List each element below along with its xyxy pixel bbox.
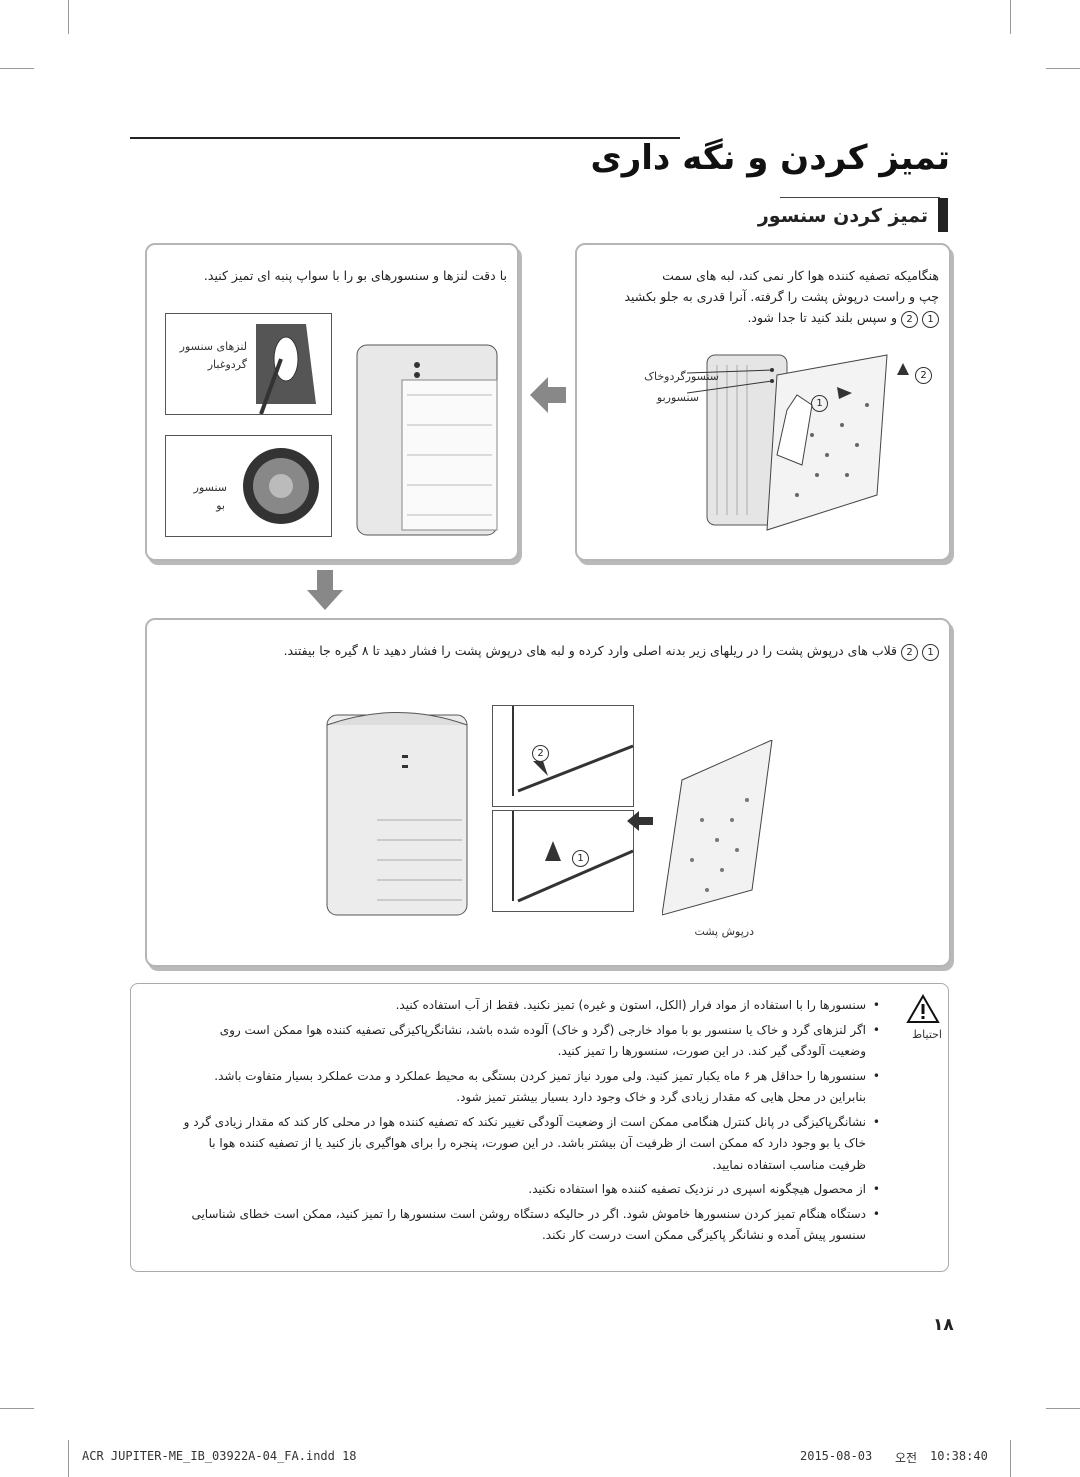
lens-label: لنزهای سنسور [179,340,247,353]
caution-list: سنسورها را با استفاده از مواد فرار (الکل… [180,995,880,1250]
crop-mark [0,68,34,69]
back-cover-removal-illustration [686,354,909,531]
arrow-left-icon [627,811,653,831]
footer-date: 2015-08-03 [800,1449,873,1463]
caution-item: سنسورها را با استفاده از مواد فرار (الکل… [180,995,880,1017]
odor-sensor-label: سنسوربو [656,391,699,404]
step3-panel: 1 2 قلاب های درپوش پشت را در ریلهای زیر … [145,618,951,967]
caution-item: سنسورها را حداقل هر ۶ ماه یکبار تمیز کنی… [180,1066,880,1109]
step1-line3: 1 2 و سپس بلند کنید تا جدا شود. [589,307,939,328]
caution-item: اگر لنزهای گرد و خاک یا سنسور بو با مواد… [180,1020,880,1063]
step2-text: با دقت لنزها و سنسورهای بو را با سواپ پن… [203,268,507,283]
step-number-1: 1 [922,311,939,328]
caution-box: احتیاط [130,983,949,1272]
step-number-2: 2 [901,311,919,328]
step3-text: 1 2 قلاب های درپوش پشت را در ریلهای زیر … [159,640,939,661]
sensor-mesh-icon [243,448,319,524]
section-subtitle: تمیز کردن سنسور [757,205,928,227]
subtitle-bar [938,198,948,232]
rail-hook-icon [512,811,634,903]
step1-panel: هنگامیکه تصفیه کننده هوا کار نمی کند، لب… [575,243,951,561]
odor-label-2: بو [216,499,225,512]
odor-sensor-closeup [165,435,332,537]
arrow-left-icon [530,377,566,413]
step1-line2: چپ و راست درپوش پشت را گرفته. آنرا قدری … [624,289,939,304]
crop-mark [0,1408,34,1409]
crop-mark [68,0,69,34]
back-cover-illustration [662,740,773,916]
page-title: تمیز کردن و نگه داری [590,138,950,178]
purifier-illustration [356,344,498,536]
cotton-swab-icon [256,324,316,415]
hook-closeup-2 [492,705,634,807]
footer-filename: ACR JUPITER-ME_IB_03922A-04_FA.indd 18 [82,1449,357,1463]
marker-2: 2 [532,745,549,762]
step3-text-body: قلاب های درپوش پشت را در ریلهای زیر بدنه… [283,643,898,658]
step1-line3-text: و سپس بلند کنید تا جدا شود. [747,310,898,325]
lens-closeup [165,313,332,415]
crop-mark [1010,1440,1011,1477]
subtitle-rule [780,197,940,198]
dust-sensor-label: سنسورگردوخاک [644,370,719,383]
caution-item: نشانگرپاکیزگی در پانل کنترل هنگامی ممکن … [180,1112,880,1177]
step2-panel: با دقت لنزها و سنسورهای بو را با سواپ پن… [145,243,519,561]
title-rule [130,137,680,139]
footer-ampm: 오전 [895,1451,918,1465]
crop-mark [1046,1408,1080,1409]
caution-label: احتیاط [911,1028,942,1041]
back-cover-label: درپوش پشت [694,925,754,938]
step3-number-1: 1 [922,644,939,661]
warning-triangle-icon [906,994,940,1023]
lens-label-2: گردوغبار [207,358,247,371]
marker-1: 1 [811,395,828,412]
rail-hook-icon [512,706,634,796]
caution-item: دستگاه هنگام تمیز کردن سنسورها خاموش شود… [180,1204,880,1247]
arrow-down-icon [307,570,343,610]
page-number: ۱۸ [933,1315,954,1335]
odor-label: سنسور [193,481,227,494]
crop-mark [1010,0,1011,34]
purifier-front-illustration [326,712,468,916]
step3-number-2: 2 [901,644,919,661]
marker-2: 2 [915,367,932,384]
crop-mark [1046,68,1080,69]
footer-time: 10:38:40 [930,1449,988,1463]
step1-line1: هنگامیکه تصفیه کننده هوا کار نمی کند، لب… [662,268,939,283]
crop-mark [68,1440,69,1477]
marker-1: 1 [572,850,589,867]
hook-closeup-1 [492,810,634,912]
step1-text: هنگامیکه تصفیه کننده هوا کار نمی کند، لب… [589,265,939,328]
caution-item: از محصول هیچگونه اسپری در نزدیک تصفیه کن… [180,1179,880,1201]
